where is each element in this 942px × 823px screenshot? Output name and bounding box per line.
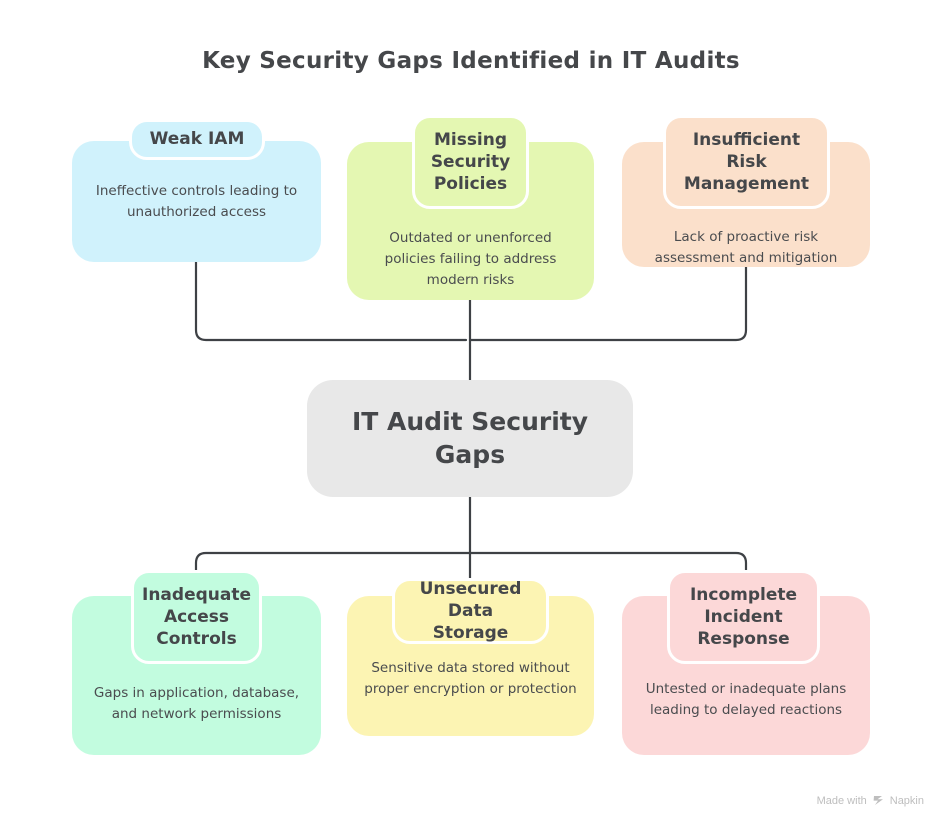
napkin-logo-icon — [872, 794, 885, 807]
watermark-brand: Napkin — [889, 794, 924, 807]
node-body-insufficient-risk-management: Lack of proactive risk assessment and mi… — [654, 229, 838, 266]
node-heading-label: Weak IAM — [149, 129, 245, 150]
node-body-weak-iam: Ineffective controls leading to unauthor… — [95, 183, 298, 220]
node-heading-label: Missing Security Policies — [430, 129, 511, 195]
node-heading-weak-iam[interactable]: Weak IAM — [129, 119, 265, 160]
node-body-unsecured-data-storage: Sensitive data stored without proper enc… — [364, 660, 577, 697]
node-heading-inadequate-access-controls[interactable]: Inadequate Access Controls — [131, 570, 262, 664]
node-heading-label: Unsecured Data Storage — [419, 578, 522, 644]
node-heading-incomplete-incident-response[interactable]: Incomplete Incident Response — [667, 570, 820, 664]
node-body-inadequate-access-controls: Gaps in application, database, and netwo… — [93, 685, 300, 722]
node-heading-insufficient-risk-management[interactable]: Insufficient Risk Management — [663, 115, 830, 209]
node-heading-missing-security-policies[interactable]: Missing Security Policies — [412, 115, 529, 209]
page-title: Key Security Gaps Identified in IT Audit… — [202, 48, 740, 74]
node-body-missing-security-policies: Outdated or unenforced policies failing … — [384, 230, 557, 288]
watermark-prefix: Made with — [816, 794, 867, 807]
node-body-incomplete-incident-response: Untested or inadequate plans leading to … — [645, 681, 847, 718]
node-heading-label: Inadequate Access Controls — [142, 584, 251, 650]
node-heading-unsecured-data-storage[interactable]: Unsecured Data Storage — [392, 578, 549, 644]
node-heading-label: Insufficient Risk Management — [683, 129, 810, 195]
center-node-it-audit-security-gaps[interactable]: IT Audit Security Gaps — [307, 380, 633, 497]
node-card-weak-iam[interactable]: Ineffective controls leading to unauthor… — [72, 141, 321, 262]
center-node-label: IT Audit Security Gaps — [351, 407, 589, 469]
node-card-unsecured-data-storage[interactable]: Sensitive data stored without proper enc… — [347, 596, 594, 736]
node-heading-label: Incomplete Incident Response — [689, 584, 798, 650]
node-card-incomplete-incident-response[interactable]: Untested or inadequate plans leading to … — [622, 596, 870, 755]
watermark: Made with Napkin — [817, 794, 924, 807]
